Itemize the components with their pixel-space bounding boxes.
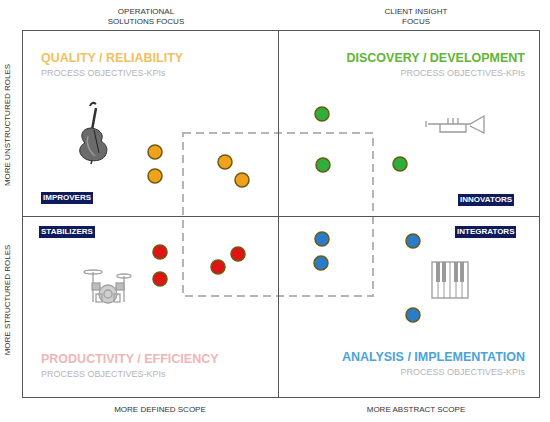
role-dot (315, 107, 329, 121)
role-dot (316, 158, 330, 172)
role-dot (315, 232, 329, 246)
drum-kit-icon (84, 270, 131, 303)
role-dot (314, 256, 328, 270)
quadrant-subtitle: PROCESS OBJECTIVES-KPIs (41, 369, 166, 379)
role-dot (148, 145, 162, 159)
quadrant-panel: DISCOVERY / DEVELOPMENT PROCESS OBJECTIVE… (278, 30, 540, 217)
quadrant-panel: QUALITY / RELIABILITY PROCESS OBJECTIVES-… (22, 30, 279, 217)
axis-label: MORE STRUCTURED ROLES (3, 245, 13, 356)
role-dot (231, 247, 245, 261)
quadrant-title: PRODUCTIVITY / EFFICIENCY (41, 352, 219, 366)
role-dot (218, 155, 232, 169)
role-dot (211, 260, 225, 274)
role-label: INNOVATORS (460, 195, 512, 205)
role-dot (235, 173, 249, 187)
role-dot (148, 169, 162, 183)
role-badge: IMPROVERS (41, 192, 93, 204)
quadrant-title: ANALYSIS / IMPLEMENTATION (342, 350, 525, 364)
axis-label: MORE DEFINED SCOPE (114, 405, 206, 415)
quadrant-subtitle: PROCESS OBJECTIVES-KPIs (400, 367, 525, 377)
role-dot (393, 157, 407, 171)
trumpet-icon (426, 116, 484, 133)
piano-keys-icon (432, 262, 468, 298)
role-label: STABILIZERS (41, 227, 93, 237)
role-dot (406, 308, 420, 322)
axis-label: MORE UNSTRUCTURED ROLES (3, 64, 13, 186)
quadrant-title: DISCOVERY / DEVELOPMENT (346, 51, 525, 65)
role-badge: STABILIZERS (39, 226, 95, 238)
role-dot (153, 272, 167, 286)
axis-label: MORE ABSTRACT SCOPE (367, 405, 466, 415)
role-label: INTEGRATORS (457, 227, 514, 237)
axis-label: CLIENT INSIGHT FOCUS (380, 7, 452, 27)
quadrant-panel: PRODUCTIVITY / EFFICIENCY PROCESS OBJECTI… (22, 216, 279, 398)
quadrant-subtitle: PROCESS OBJECTIVES-KPIs (400, 68, 525, 78)
axis-label: OPERATIONAL SOLUTIONS FOCUS (100, 7, 192, 27)
role-badge: INNOVATORS (458, 194, 514, 206)
role-dot (153, 245, 167, 259)
quadrant-panel: ANALYSIS / IMPLEMENTATION PROCESS OBJECTI… (278, 216, 540, 398)
role-dot (406, 234, 420, 248)
role-label: IMPROVERS (43, 193, 91, 203)
quadrant-title: QUALITY / RELIABILITY (41, 51, 183, 65)
quadrant-subtitle: PROCESS OBJECTIVES-KPIs (41, 68, 166, 78)
role-badge: INTEGRATORS (455, 226, 516, 238)
double-bass-icon (80, 103, 107, 164)
